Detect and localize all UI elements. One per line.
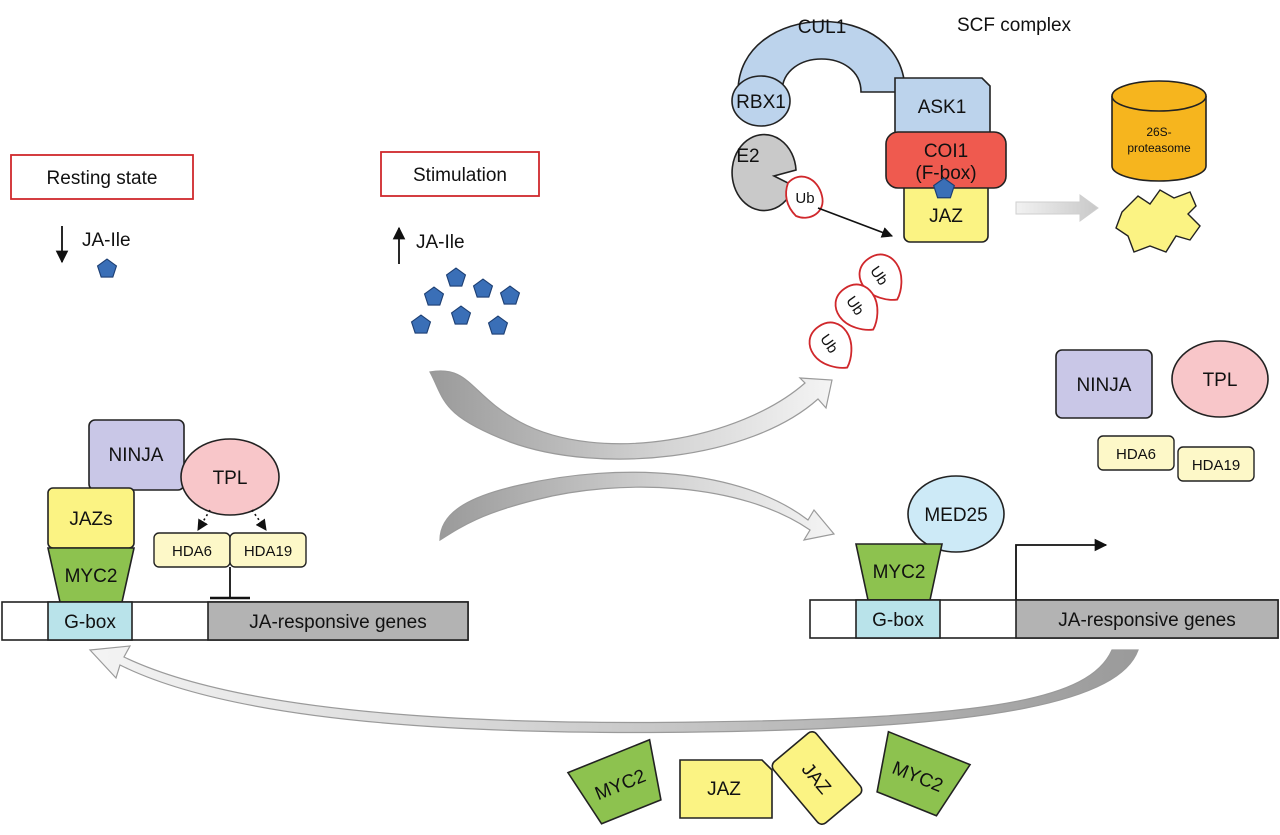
svg-text:NINJA: NINJA: [109, 445, 164, 466]
svg-text:ASK1: ASK1: [918, 97, 967, 118]
svg-text:CUL1: CUL1: [798, 17, 847, 38]
tpl-protein: [180, 438, 280, 516]
svg-text:HDA6: HDA6: [1116, 446, 1156, 463]
ninja-protein: [88, 419, 185, 491]
tpl-protein-free: [1171, 340, 1269, 418]
svg-text:HDA19: HDA19: [1192, 457, 1240, 474]
svg-text:JA-responsive genes: JA-responsive genes: [1058, 610, 1235, 631]
ja-ile-pentagon-icon: [472, 278, 494, 298]
recruit-hda6-arrow: [197, 509, 211, 531]
active-transcription-complex: MED25 MYC2: [855, 475, 1108, 601]
svg-text:Resting state: Resting state: [47, 168, 158, 189]
ubiquitin-1: Ub: [858, 253, 903, 301]
degraded-jaz-fragments: [1115, 189, 1201, 253]
ninja-protein-free: [1055, 349, 1153, 419]
resting-repression-complex: NINJA TPL JAZs MYC2 HDA6 HDA19: [47, 419, 307, 603]
svg-text:RBX1: RBX1: [736, 92, 786, 113]
jaz-product-1: JAZ: [679, 759, 773, 819]
svg-text:TPL: TPL: [1203, 370, 1238, 391]
svg-text:JAZ: JAZ: [707, 779, 741, 800]
e2-enzyme: [731, 133, 797, 212]
svg-text:TPL: TPL: [213, 468, 248, 489]
ja-responsive-genes-region: [1015, 599, 1279, 639]
jaz-product-2: JAZ: [771, 731, 863, 825]
svg-text:G-box: G-box: [872, 610, 924, 631]
polyubiquitin-chain: Ub Ub Ub: [808, 253, 903, 369]
recruit-hda19-arrow: [251, 509, 267, 531]
svg-text:E2: E2: [736, 146, 759, 167]
g-box-element: [855, 599, 941, 639]
svg-text:MYC2: MYC2: [873, 562, 926, 583]
svg-text:G-box: G-box: [64, 612, 116, 633]
ja-ile-pentagon-icon: [96, 258, 118, 278]
ja-ile-pentagon-icon: [487, 315, 509, 335]
svg-text:NINJA: NINJA: [1077, 375, 1132, 396]
transcription-start-arrow: [1015, 538, 1108, 600]
degradation-arrow: [1015, 194, 1099, 222]
ja-responsive-genes-region: [207, 601, 469, 641]
ja-ile-pentagon-icon: [423, 286, 445, 306]
ja-ile-low-indicator: JA-Ile: [55, 226, 131, 278]
stimulation-arrow-down: [439, 471, 836, 542]
svg-text:HDA19: HDA19: [244, 543, 292, 560]
ja-ile-pentagon-icon: [499, 285, 521, 305]
released-corepressors: NINJA TPL HDA6 HDA19: [1055, 340, 1269, 482]
dna-resting: G-box JA-responsive genes: [1, 601, 469, 641]
ja-ile-pentagon-icon: [450, 305, 472, 325]
svg-text:proteasome: proteasome: [1127, 141, 1191, 155]
svg-text:JA-responsive genes: JA-responsive genes: [249, 612, 426, 633]
svg-text:JAZs: JAZs: [69, 509, 112, 530]
ask1-protein: [894, 77, 991, 135]
svg-text:MYC2: MYC2: [65, 566, 118, 587]
feedback-arrow: [88, 645, 1139, 734]
stimulation-arrow-up: [429, 370, 833, 460]
stimulation-box: Stimulation: [380, 151, 540, 197]
myc2-product-2: MYC2: [876, 730, 972, 817]
ja-ile-pentagon-icon: [445, 267, 467, 287]
svg-text:JA-Ile: JA-Ile: [416, 232, 465, 253]
hda19-protein-free: [1177, 446, 1255, 482]
svg-text:JA-Ile: JA-Ile: [82, 230, 131, 251]
svg-text:MED25: MED25: [924, 505, 987, 526]
ja-ile-pentagon-icon: [410, 314, 432, 334]
ubiquitin-2: Ub: [834, 283, 879, 331]
ubiquitin-on-e2: [785, 175, 824, 219]
svg-text:Stimulation: Stimulation: [413, 165, 507, 186]
proteasome-26s: 26S- proteasome: [1111, 80, 1207, 182]
ubiquitination-arrow: [817, 207, 894, 238]
svg-text:26S-: 26S-: [1146, 125, 1171, 139]
med25-protein: [907, 475, 1005, 553]
rbx1-protein: [731, 75, 791, 127]
hda6-protein-free: [1097, 435, 1175, 471]
svg-text:Ub: Ub: [795, 190, 814, 207]
dna-active: G-box JA-responsive genes: [809, 599, 1279, 639]
ja-ile-high-indicator: JA-Ile: [392, 226, 521, 335]
svg-text:SCF complex: SCF complex: [957, 15, 1072, 36]
myc2-product-1: MYC2: [566, 738, 662, 825]
g-box-element: [47, 601, 133, 641]
expressed-proteins: MYC2 JAZ JAZ MYC2: [566, 730, 972, 825]
scf-complex: SCF complex CUL1 RBX1 E2 Ub ASK1 JAZ COI…: [731, 15, 1072, 243]
svg-text:HDA6: HDA6: [172, 543, 212, 560]
svg-text:COI1: COI1: [924, 141, 968, 162]
hda19-protein: [229, 532, 307, 568]
resting-state-box: Resting state: [10, 154, 194, 200]
svg-text:JAZ: JAZ: [929, 206, 963, 227]
ubiquitin-3: Ub: [808, 321, 853, 369]
svg-text:(F-box): (F-box): [915, 163, 976, 184]
